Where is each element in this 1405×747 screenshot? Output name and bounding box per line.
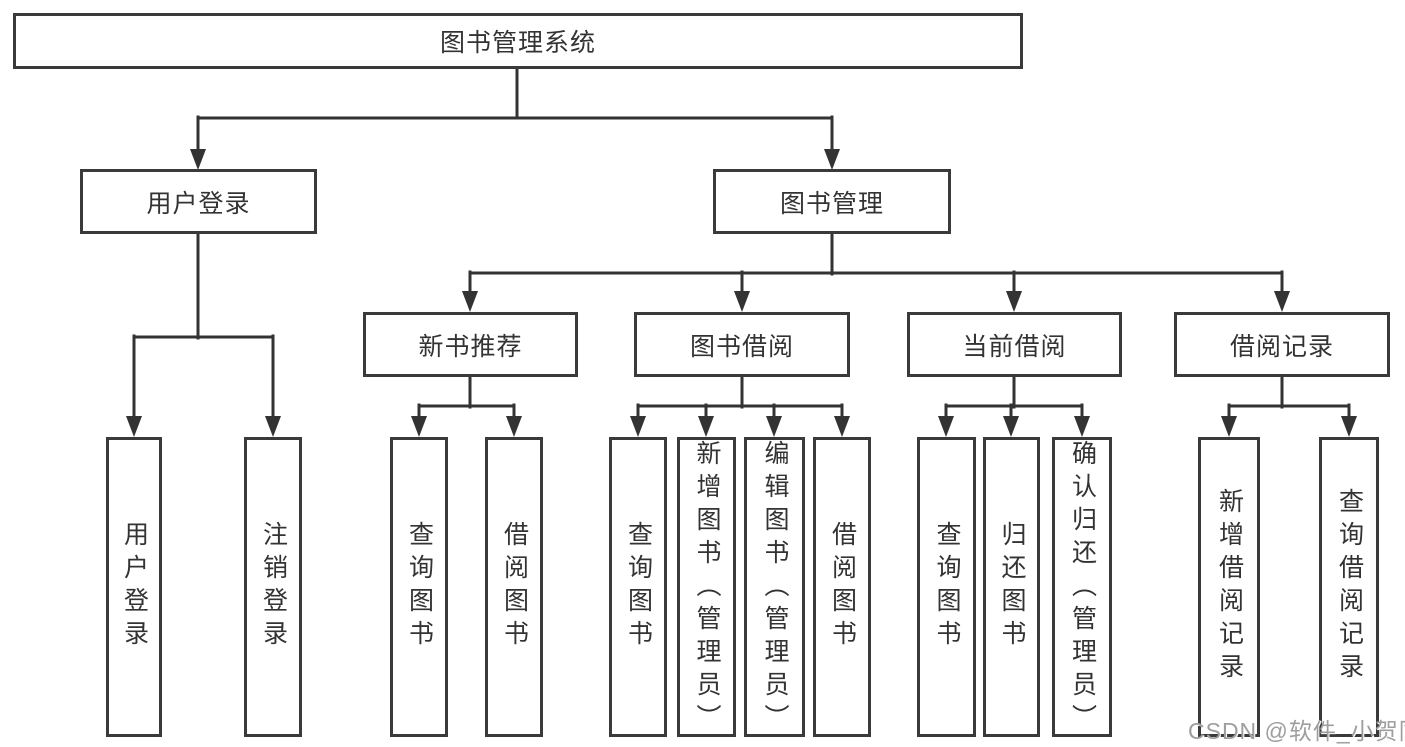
leaf-logout-label: 注销登录 — [259, 521, 288, 653]
leaf-query-books-3-label: 查询图书 — [933, 521, 961, 653]
arrow-down — [938, 416, 954, 437]
connector-borrow-records-children — [1227, 375, 1351, 423]
node-borrow-records-label: 借阅记录 — [1229, 332, 1334, 361]
leaf-return-book: 归还图书 — [983, 437, 1040, 737]
arrow-down — [1341, 416, 1357, 437]
arrow-down — [506, 416, 522, 437]
leaf-edit-book-admin: 编辑图书（管理员） — [744, 437, 805, 737]
leaf-user-login: 用户登录 — [106, 437, 162, 737]
leaf-add-borrow-record-label: 新增借阅记录 — [1215, 488, 1244, 686]
node-new-book-recommend-label: 新书推荐 — [418, 332, 523, 361]
leaf-borrow-books-2: 借阅图书 — [813, 437, 871, 737]
node-user-login: 用户登录 — [80, 169, 317, 234]
node-current-borrow: 当前借阅 — [907, 312, 1122, 377]
leaf-borrow-books-1-label: 借阅图书 — [500, 521, 529, 653]
leaf-confirm-return-admin: 确认归还（管理员） — [1052, 437, 1112, 737]
node-root-label: 图书管理系统 — [439, 29, 596, 57]
connector-user-login-children — [132, 232, 275, 423]
leaf-query-borrow-record: 查询借阅记录 — [1319, 437, 1379, 737]
leaf-user-login-label: 用户登录 — [120, 521, 149, 653]
arrowheads — [126, 149, 1357, 437]
leaf-edit-book-admin-label: 编辑图书（管理员） — [761, 440, 789, 737]
leaf-query-books-3: 查询图书 — [917, 437, 976, 737]
node-book-management: 图书管理 — [713, 169, 951, 234]
connector-current-borrow-children — [944, 375, 1084, 423]
node-book-borrow: 图书借阅 — [634, 312, 850, 377]
leaf-confirm-return-admin-label: 确认归还（管理员） — [1068, 440, 1097, 737]
leaf-add-borrow-record: 新增借阅记录 — [1198, 437, 1260, 737]
leaf-add-book-admin-label: 新增图书（管理员） — [693, 440, 721, 737]
node-current-borrow-label: 当前借阅 — [962, 332, 1067, 361]
arrow-down — [190, 149, 206, 170]
leaf-borrow-books-2-label: 借阅图书 — [828, 521, 857, 653]
leaf-query-books-1-label: 查询图书 — [405, 521, 434, 653]
connector-root-to-level2 — [196, 67, 834, 154]
leaf-return-book-label: 归还图书 — [998, 521, 1026, 653]
node-book-borrow-label: 图书借阅 — [689, 332, 794, 361]
leaf-query-books-1: 查询图书 — [390, 437, 448, 737]
arrow-down — [1003, 416, 1019, 437]
arrow-down — [1221, 416, 1237, 437]
node-borrow-records: 借阅记录 — [1174, 312, 1390, 377]
arrow-down — [698, 416, 714, 437]
connector-book-management-children — [468, 232, 1284, 297]
arrow-down — [265, 416, 281, 437]
leaf-borrow-books-1: 借阅图书 — [485, 437, 543, 737]
arrow-down — [1274, 291, 1290, 312]
connector-book-borrow-children — [636, 375, 844, 423]
leaf-logout: 注销登录 — [244, 437, 302, 737]
arrow-down — [126, 416, 142, 437]
arrow-down — [411, 416, 427, 437]
arrow-down — [824, 149, 840, 170]
node-user-login-label: 用户登录 — [146, 189, 251, 218]
node-root: 图书管理系统 — [13, 13, 1023, 69]
arrow-down — [630, 416, 646, 437]
arrow-down — [766, 416, 782, 437]
node-new-book-recommend: 新书推荐 — [363, 312, 578, 377]
arrow-down — [1074, 416, 1090, 437]
node-book-management-label: 图书管理 — [779, 189, 884, 218]
arrow-down — [834, 416, 850, 437]
arrow-down — [462, 291, 478, 312]
leaf-query-books-2: 查询图书 — [609, 437, 667, 737]
arrow-down — [1006, 291, 1022, 312]
leaf-query-books-2-label: 查询图书 — [624, 521, 653, 653]
leaf-query-borrow-record-label: 查询借阅记录 — [1335, 488, 1364, 686]
connector-new-book-recommend-children — [417, 375, 516, 423]
leaf-add-book-admin: 新增图书（管理员） — [677, 437, 736, 737]
watermark: CSDN @软件_小贺同学 — [1188, 718, 1405, 744]
arrow-down — [734, 291, 750, 312]
